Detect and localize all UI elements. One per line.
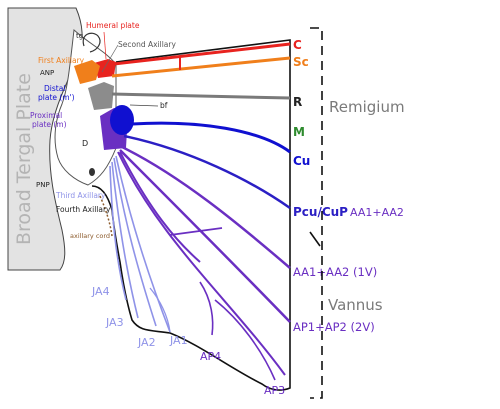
median-plate (110, 105, 134, 135)
d-label: D (82, 139, 88, 148)
ja1-label: JA1 (169, 334, 188, 347)
vein-label-cu: Cu (293, 154, 310, 168)
ja3-label: JA3 (105, 316, 124, 329)
vein-anal-anterior (119, 144, 291, 269)
vannus-label: Vannus (328, 296, 383, 314)
third-axillary-sclerite (89, 168, 95, 176)
bf-leader (129, 104, 159, 107)
anp-label: ANP (40, 69, 54, 77)
pnp-label: PNP (36, 181, 50, 189)
axillary-cord (99, 195, 113, 237)
remigium-label: Remigium (329, 98, 405, 116)
vein-ja4 (109, 165, 127, 301)
vein-ap3 (117, 151, 286, 376)
vein-label-sc: Sc (293, 55, 309, 69)
second-axillary-label: Second Axillary (118, 40, 176, 49)
vein-ja2 (113, 157, 157, 327)
vein-ja1-branch (149, 287, 171, 333)
vein-label-m: M (293, 125, 305, 139)
ap3-label: AP3 (264, 384, 285, 397)
vein-anal-cross (169, 227, 223, 236)
vein-label-ap-2v: AP1+AP2 (2V) (293, 320, 375, 334)
region-divider-tick (309, 231, 321, 247)
humeral-plate (94, 59, 116, 78)
vein-ja1 (115, 155, 171, 333)
proximal-plate-label: Proximal (30, 111, 62, 120)
broad-tergal-plate-label: Broad Tergal Plate (13, 73, 35, 245)
distal-plate-sub-label: plate (m') (38, 93, 75, 102)
tegula (82, 32, 101, 53)
distal-plate-label: Distal (44, 84, 65, 93)
humeral-plate-leader (103, 31, 107, 60)
vein-label-pcu: Pcu/CuP (293, 205, 348, 219)
third-axillary-label: Third Axillary (55, 191, 106, 200)
vein-cubitus (131, 121, 291, 154)
ja2-label: JA2 (137, 336, 156, 349)
region-bracket (310, 27, 323, 399)
first-axillary-label: First Axillary (38, 56, 85, 65)
vein-label-c: C (293, 38, 302, 52)
wing-membrane-outline (91, 39, 291, 391)
fourth-axillary-label: Fourth Axillary (56, 205, 111, 214)
ja4-label: JA4 (91, 285, 110, 298)
proximal-plate-sub-label: plate (m) (32, 120, 67, 129)
humeral-plate-label: Humeral plate (86, 21, 140, 30)
vein-anal-posterior (119, 149, 291, 323)
vein-ap3-branch (214, 299, 276, 381)
vein-ap4 (199, 281, 214, 336)
distal-plate (88, 82, 114, 110)
vein-subcosta (111, 56, 291, 78)
vein-label-r: R (293, 95, 302, 109)
vein-ja3 (111, 161, 139, 319)
vein-radius (111, 92, 291, 100)
vein-label-aa-1v: AA1+AA2 (1V) (293, 265, 377, 279)
vein-costa (113, 42, 291, 66)
vein-label-aa-top: AA1+AA2 (350, 206, 404, 219)
first-axillary-sclerite (74, 60, 100, 84)
vein-postcubitus (123, 134, 291, 210)
tg-label: tg (76, 32, 83, 40)
bf-label: bf (160, 101, 168, 110)
second-axillary-leader (101, 44, 119, 73)
ap4-label: AP4 (200, 350, 221, 363)
axillary-cord-label: axillary cord (70, 232, 110, 240)
vein-ap-branch (119, 151, 201, 263)
